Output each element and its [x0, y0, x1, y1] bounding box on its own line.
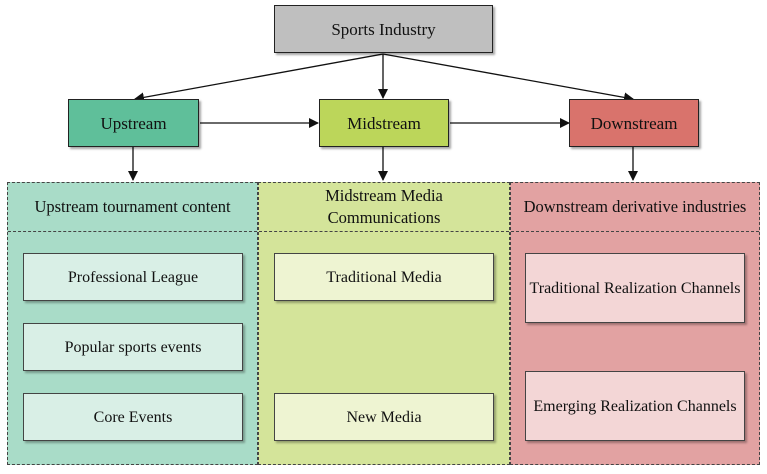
upstream-node: Upstream: [68, 99, 199, 147]
upstream-item: Professional League: [23, 253, 243, 301]
midstream-column-heading: Midstream Media Communications: [259, 183, 509, 232]
root-node: Sports Industry: [274, 5, 493, 53]
arrow-root-to-upstream: [134, 53, 384, 103]
downstream-node: Downstream: [569, 99, 699, 147]
arrow-root-to-downstream: [382, 53, 634, 103]
downstream-column: Downstream derivative industries Traditi…: [510, 182, 760, 465]
downstream-item: Traditional Realization Channels: [525, 253, 745, 323]
midstream-column: Midstream Media Communications Tradition…: [258, 182, 510, 465]
upstream-item: Popular sports events: [23, 323, 243, 371]
upstream-column: Upstream tournament content Professional…: [7, 182, 258, 465]
downstream-column-heading: Downstream derivative industries: [511, 183, 759, 232]
upstream-item: Core Events: [23, 393, 243, 441]
downstream-item: Emerging Realization Channels: [525, 371, 745, 441]
midstream-item: Traditional Media: [274, 253, 494, 301]
upstream-column-heading: Upstream tournament content: [8, 183, 257, 232]
midstream-node: Midstream: [319, 99, 449, 147]
midstream-item: New Media: [274, 393, 494, 441]
